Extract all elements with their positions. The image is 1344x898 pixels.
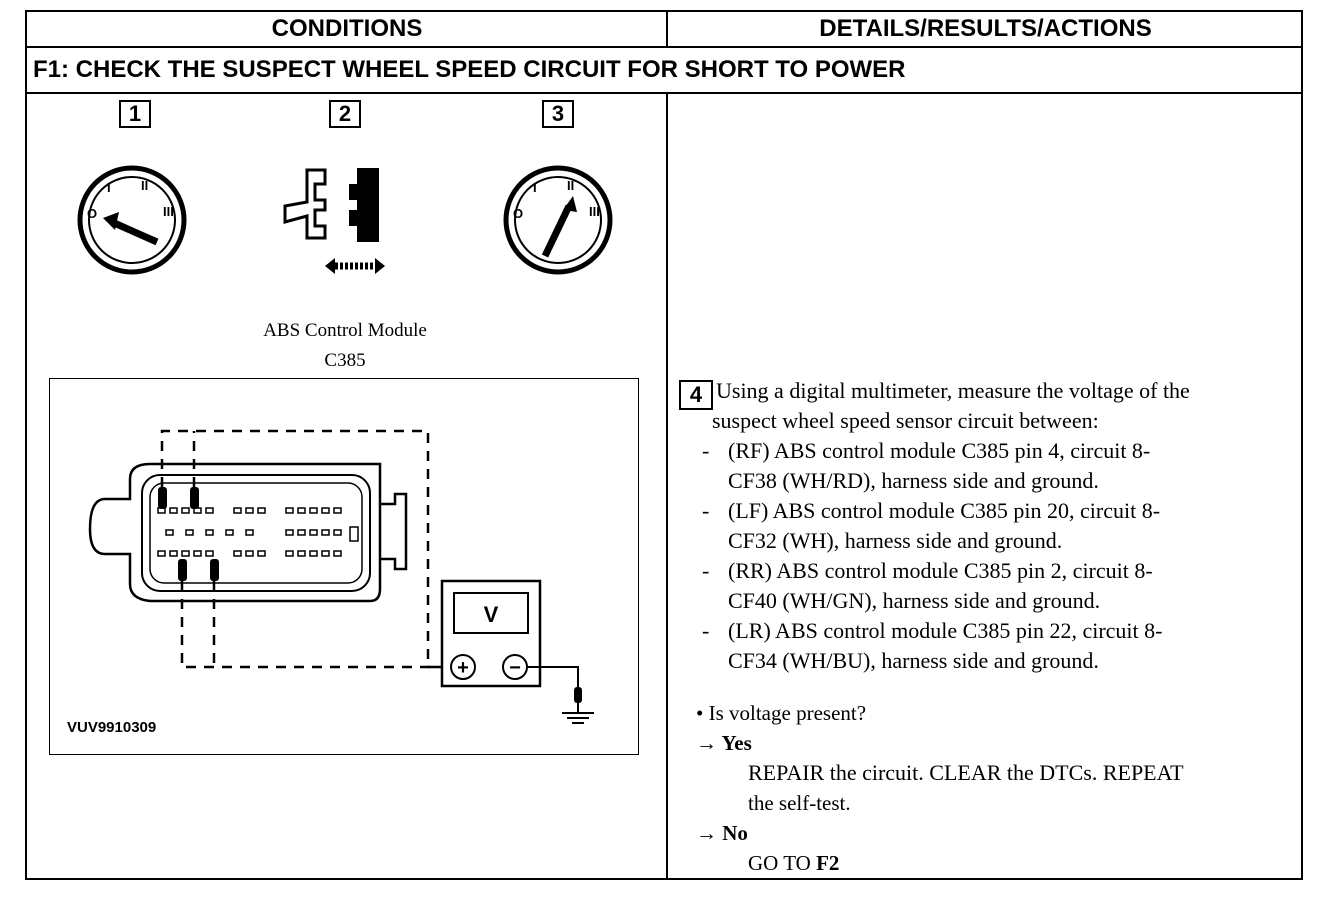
no-action: GO TO F2 — [748, 848, 839, 878]
list-item-rr-line1: (RR) ABS control module C385 pin 2, circ… — [728, 558, 1153, 583]
list-item-lr-line1: (LR) ABS control module C385 pin 22, cir… — [728, 618, 1163, 643]
connector-disconnect-icon — [283, 168, 385, 274]
column-divider — [666, 12, 668, 46]
connector-caption-line2: C385 — [324, 350, 366, 371]
svg-text:III: III — [163, 204, 174, 219]
list-item-rf-line1: (RF) ABS control module C385 pin 4, circ… — [728, 438, 1151, 463]
ignition-switch-on-icon: O I II III — [503, 165, 613, 275]
image-code: VUV9910309 — [67, 719, 157, 736]
svg-text:III: III — [589, 204, 600, 219]
svg-text:O: O — [513, 206, 523, 221]
plus-terminal-label: + — [457, 657, 469, 679]
connector-caption-line1: ABS Control Module — [263, 320, 427, 341]
list-item-dash: - — [702, 498, 710, 523]
multimeter-diagram: V + − — [49, 378, 639, 755]
divider — [27, 92, 1301, 94]
yes-label: → Yes — [696, 731, 752, 755]
meter-label: V — [484, 602, 499, 627]
details-header: DETAILS/RESULTS/ACTIONS — [819, 15, 1152, 42]
svg-text:II: II — [141, 178, 148, 193]
svg-text:I: I — [107, 180, 111, 195]
list-item-dash: - — [702, 558, 710, 583]
step-4-intro-line2: suspect wheel speed sensor circuit betwe… — [712, 408, 1099, 433]
column-divider — [666, 92, 668, 880]
yes-action-line2: the self-test. — [748, 791, 851, 815]
list-item-lr-line2: CF34 (WH/BU), harness side and ground. — [728, 648, 1099, 673]
no-action-target: F2 — [816, 851, 840, 875]
ignition-switch-off-icon: O I II III — [77, 165, 187, 275]
conditions-header: CONDITIONS — [271, 15, 423, 42]
ground-icon — [562, 703, 594, 724]
divider — [27, 46, 1301, 48]
diagnostic-table: CONDITIONS DETAILS/RESULTS/ACTIONS F1: C… — [25, 10, 1303, 880]
step-2-number: 2 — [329, 100, 361, 128]
list-item-lf-line2: CF32 (WH), harness side and ground. — [728, 528, 1063, 553]
no-label: → No — [696, 821, 748, 845]
question-text: • Is voltage present? — [696, 701, 867, 725]
no-action-prefix: GO TO — [748, 851, 817, 875]
minus-terminal-label: − — [509, 657, 521, 679]
svg-text:I: I — [533, 180, 537, 195]
details-column: 4 Using a digital multimeter, measure th… — [668, 92, 1303, 880]
step-4-intro-line1: Using a digital multimeter, measure the … — [716, 378, 1190, 403]
yes-action-line1: REPAIR the circuit. CLEAR the DTCs. REPE… — [748, 760, 1184, 785]
list-item-rf-line2: CF38 (WH/RD), harness side and ground. — [728, 468, 1099, 493]
list-item-dash: - — [702, 618, 710, 643]
connector-probe-diagram: V + − — [88, 429, 594, 724]
list-item-rr-line2: CF40 (WH/GN), harness side and ground. — [728, 588, 1101, 613]
step-4-number: 4 — [679, 380, 713, 410]
test-title: F1: CHECK THE SUSPECT WHEEL SPEED CIRCUI… — [33, 56, 906, 83]
list-item-lf-line1: (LF) ABS control module C385 pin 20, cir… — [728, 498, 1161, 523]
svg-text:O: O — [87, 206, 97, 221]
step-1-number: 1 — [119, 100, 151, 128]
list-item-dash: - — [702, 438, 710, 463]
step-3-number: 3 — [542, 100, 574, 128]
svg-text:II: II — [567, 178, 574, 193]
